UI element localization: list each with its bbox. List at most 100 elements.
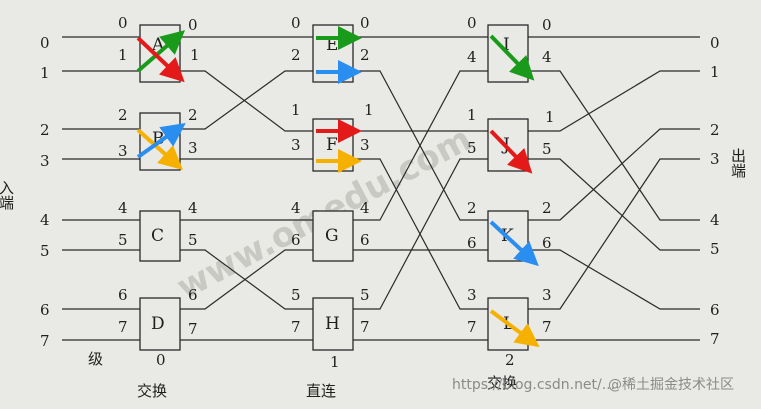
s2-out-7: 7 (542, 318, 552, 336)
stage-mode-0: 交换 (137, 382, 167, 400)
input-port-0: 0 (40, 34, 50, 52)
wire-out-3 (528, 158, 700, 310)
wire-out-2 (528, 128, 700, 221)
stage-number-2: 2 (505, 351, 515, 369)
wires (62, 36, 700, 341)
switch-H (312, 297, 354, 351)
s0-out-5: 5 (188, 231, 198, 249)
s0-in-1: 1 (118, 46, 128, 64)
arrow-B-3to2 (136, 123, 186, 159)
s1-out-6: 6 (360, 231, 370, 249)
s1-out-7: 7 (360, 318, 370, 336)
watermark-credit: @稀土掘金技术社区 (608, 377, 734, 393)
wire-out-1 (528, 70, 700, 132)
s2-in-3: 3 (467, 286, 477, 304)
arrow-L-3to7 (489, 309, 540, 348)
box-label-H: H (325, 314, 340, 334)
arrow-J-1to5 (489, 129, 533, 174)
output-port-7: 7 (710, 330, 720, 348)
s2-out-4: 4 (542, 48, 552, 66)
wire-s1-4 (353, 70, 488, 221)
s0-in-6: 6 (118, 286, 128, 304)
s1-in-6: 6 (291, 231, 301, 249)
output-port-2: 2 (710, 121, 720, 139)
input-port-7: 7 (40, 332, 50, 350)
s0-in-3: 3 (118, 142, 128, 160)
s2-out-5: 5 (542, 140, 552, 158)
output-port-labels: 0 1 2 3 4 5 6 7 (710, 34, 720, 348)
s2-out-1: 1 (545, 108, 555, 126)
stage2-boxes (487, 24, 529, 351)
input-port-5: 5 (40, 242, 50, 260)
s0-out-1: 1 (190, 46, 200, 64)
output-port-3: 3 (710, 150, 720, 168)
wire-out-5 (528, 158, 700, 251)
s1-out-3: 3 (360, 136, 370, 154)
arrow-I-0to4 (489, 34, 535, 81)
s2-out-6: 6 (542, 234, 552, 252)
arrow-A-0to1 (136, 36, 185, 83)
stage-number-1: 1 (330, 353, 340, 371)
switch-C (139, 210, 181, 262)
stage0-port-labels: 0 1 2 3 4 5 6 7 0 1 2 3 4 5 6 7 (118, 14, 200, 338)
box-label-D: D (151, 314, 165, 334)
s0-in-0: 0 (118, 14, 128, 32)
output-port-6: 6 (710, 301, 720, 319)
box-label-C: C (151, 226, 164, 246)
s2-in-6: 6 (467, 234, 477, 252)
route-arrows (136, 26, 540, 348)
switch-D (139, 297, 181, 351)
input-port-3: 3 (40, 152, 50, 170)
output-side-label: 出端 (729, 148, 747, 178)
switch-G (312, 210, 354, 262)
s1-out-0: 0 (360, 14, 370, 32)
s0-out-7: 7 (188, 320, 198, 338)
s2-in-2: 2 (467, 199, 477, 217)
input-port-labels: 0 1 2 3 4 5 6 7 (40, 34, 50, 350)
s1-in-3: 3 (291, 136, 301, 154)
s2-in-1: 1 (467, 106, 477, 124)
s1-in-5: 5 (291, 286, 301, 304)
wire-s1-5 (353, 158, 488, 310)
s0-in-5: 5 (118, 231, 128, 249)
s2-in-5: 5 (467, 139, 477, 157)
s1-out-4: 4 (360, 199, 370, 217)
s1-in-7: 7 (291, 318, 301, 336)
s2-in-4: 4 (467, 48, 477, 66)
output-port-0: 0 (710, 34, 720, 52)
s0-in-7: 7 (118, 318, 128, 336)
input-port-2: 2 (40, 121, 50, 139)
box-label-G: G (325, 226, 339, 246)
s1-out-5: 5 (360, 286, 370, 304)
stage1-port-labels: 0 2 1 3 4 6 5 7 0 2 1 3 4 6 5 7 (291, 14, 374, 336)
input-side-label: 入端 (0, 180, 15, 210)
output-port-1: 1 (710, 63, 720, 81)
s0-out-2: 2 (188, 106, 198, 124)
s0-out-4: 4 (188, 199, 198, 217)
stage2-port-labels: 0 4 1 5 2 6 3 7 0 4 1 5 2 6 3 7 (467, 14, 555, 336)
s2-out-2: 2 (542, 199, 552, 217)
s0-out-6: 6 (188, 286, 198, 304)
s2-in-7: 7 (467, 318, 477, 336)
wire-s0-1 (180, 70, 313, 132)
s2-out-0: 0 (542, 16, 552, 34)
s0-out-0: 0 (188, 16, 198, 34)
s1-in-0: 0 (291, 14, 301, 32)
input-port-4: 4 (40, 211, 50, 229)
wire-s0-6 (180, 249, 313, 310)
stage-mode-1: 直连 (306, 382, 336, 400)
wire-out-6 (528, 249, 700, 310)
s2-in-0: 0 (467, 14, 477, 32)
s1-in-2: 2 (291, 46, 301, 64)
input-port-1: 1 (40, 64, 50, 82)
wire-out-4 (528, 70, 700, 221)
s0-in-4: 4 (118, 199, 128, 217)
box-label-I: I (503, 35, 510, 55)
input-port-6: 6 (40, 301, 50, 319)
s1-in-4: 4 (291, 199, 301, 217)
box-label-F: F (326, 135, 338, 155)
s1-out-2: 2 (360, 46, 370, 64)
output-port-4: 4 (710, 211, 720, 229)
